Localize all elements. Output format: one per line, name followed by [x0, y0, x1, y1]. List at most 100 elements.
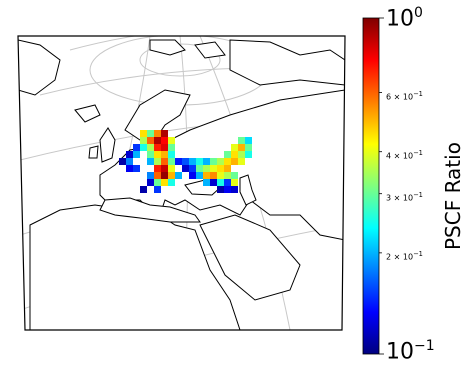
pscf-cell	[224, 186, 231, 193]
pscf-cell	[140, 144, 147, 151]
pscf-cell	[224, 165, 231, 172]
pscf-cell	[217, 158, 224, 165]
pscf-cell	[182, 158, 189, 165]
pscf-cell	[238, 151, 245, 158]
pscf-cell	[224, 151, 231, 158]
pscf-cell	[119, 158, 126, 165]
pscf-cell	[175, 158, 182, 165]
arctic-islands-outline	[149, 39, 186, 56]
colorbar-title: PSCF Ratio	[441, 142, 465, 250]
pscf-cell	[203, 158, 210, 165]
pscf-cell	[154, 151, 161, 158]
pscf-cell	[245, 151, 252, 158]
pscf-cell	[189, 172, 196, 179]
pscf-cell	[168, 151, 175, 158]
pscf-cell	[154, 158, 161, 165]
pscf-cells	[119, 130, 252, 193]
iceland-outline	[74, 104, 101, 123]
pscf-cell	[161, 172, 168, 179]
pscf-cell	[189, 158, 196, 165]
pscf-cell	[238, 144, 245, 151]
pscf-cell	[210, 172, 217, 179]
pscf-cell	[168, 158, 175, 165]
colorbar-tick-0.2: 2 × 10−1	[386, 250, 423, 262]
pscf-cell	[203, 165, 210, 172]
pscf-cell	[168, 165, 175, 172]
pscf-cell	[126, 165, 133, 172]
pscf-cell	[231, 172, 238, 179]
africa-outline	[29, 204, 241, 330]
pscf-cell	[168, 179, 175, 186]
pscf-cell	[231, 158, 238, 165]
pscf-cell	[224, 158, 231, 165]
pscf-cell	[133, 144, 140, 151]
pscf-cell	[147, 130, 154, 137]
pscf-cell	[196, 158, 203, 165]
arabia-outline	[199, 214, 301, 301]
pscf-cell	[147, 151, 154, 158]
map-frame	[17, 35, 346, 331]
pscf-cell	[196, 165, 203, 172]
ireland-outline	[88, 145, 99, 159]
pscf-cell	[217, 179, 224, 186]
pscf-cell	[140, 130, 147, 137]
pscf-cell	[147, 172, 154, 179]
pscf-cell	[154, 186, 161, 193]
pscf-cell	[126, 158, 133, 165]
pscf-cell	[175, 172, 182, 179]
pscf-cell	[140, 137, 147, 144]
pscf-cell	[147, 144, 154, 151]
pscf-cell	[203, 179, 210, 186]
colorbar-bar	[362, 17, 380, 355]
pscf-cell	[154, 172, 161, 179]
britain-outline	[99, 127, 116, 163]
pscf-cell	[161, 144, 168, 151]
pscf-cell	[196, 172, 203, 179]
pscf-cell	[168, 137, 175, 144]
pscf-cell	[154, 130, 161, 137]
pscf-cell	[161, 130, 168, 137]
pscf-cell	[224, 172, 231, 179]
pscf-cell	[154, 179, 161, 186]
pscf-cell	[231, 186, 238, 193]
pscf-cell	[133, 151, 140, 158]
pscf-cell	[245, 137, 252, 144]
pscf-cell	[203, 172, 210, 179]
pscf-cell	[154, 165, 161, 172]
pscf-cell	[231, 179, 238, 186]
pscf-cell	[217, 165, 224, 172]
pscf-cell	[224, 179, 231, 186]
pscf-cell	[147, 179, 154, 186]
colorbar-tick-0.3: 3 × 10−1	[386, 191, 423, 203]
pscf-cell	[238, 158, 245, 165]
pscf-cell	[231, 151, 238, 158]
colorbar-tick-0.6: 6 × 10−1	[386, 90, 423, 102]
pscf-cell	[161, 151, 168, 158]
pscf-cell	[126, 151, 133, 158]
pscf-cell	[133, 165, 140, 172]
pscf-cell	[217, 172, 224, 179]
pscf-cell	[147, 137, 154, 144]
colorbar-tick-max: 100	[386, 5, 423, 32]
pscf-cell	[147, 158, 154, 165]
colorbar-tick-min: 10−1	[386, 338, 435, 365]
greenland-outline	[18, 39, 61, 96]
pscf-cell	[154, 137, 161, 144]
pscf-cell	[168, 172, 175, 179]
pscf-cell	[210, 165, 217, 172]
pscf-cell	[161, 179, 168, 186]
svalbard-outline	[194, 41, 226, 59]
russia-arctic-coast-outline	[229, 39, 345, 86]
pscf-cell	[168, 144, 175, 151]
pscf-cell	[231, 144, 238, 151]
map-area	[18, 36, 345, 330]
pscf-cell	[238, 137, 245, 144]
pscf-cell	[189, 165, 196, 172]
pscf-cell	[245, 144, 252, 151]
pscf-cell	[161, 165, 168, 172]
pscf-cell	[182, 165, 189, 172]
colorbar	[362, 17, 384, 355]
pscf-cell	[210, 158, 217, 165]
pscf-cell	[161, 158, 168, 165]
